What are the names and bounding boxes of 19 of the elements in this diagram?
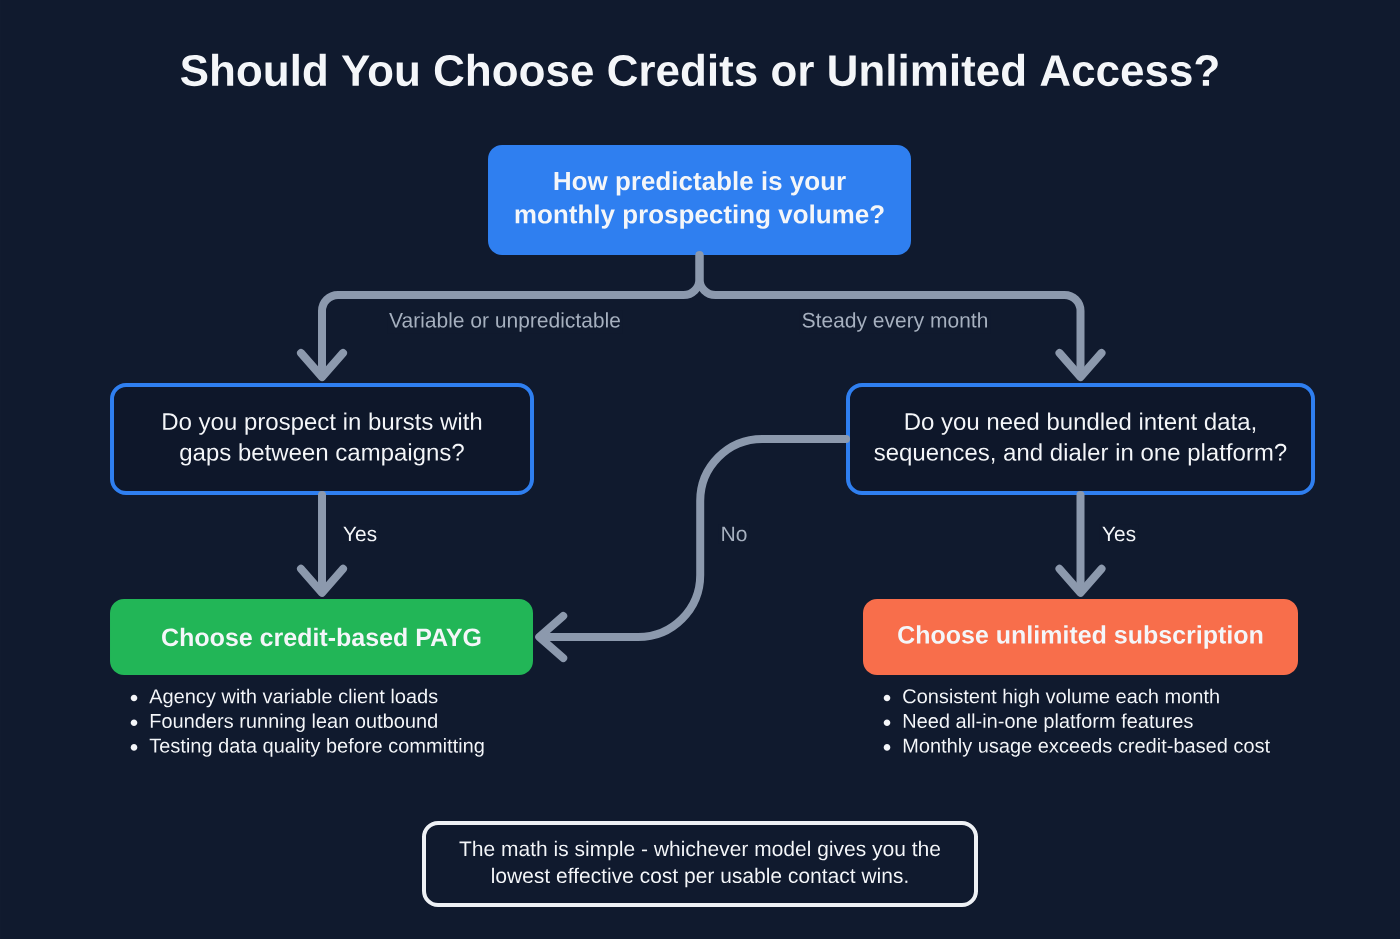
arrow [297, 491, 347, 597]
result-box: Choose unlimited subscription [863, 599, 1298, 675]
result-box: Choose credit-based PAYG [110, 599, 533, 675]
list-item: Monthly usage exceeds credit-based cost [903, 738, 1270, 757]
question-box: Do you prospect in bursts with gaps between campaigns? [110, 383, 534, 495]
list-item: Agency with variable client loads [149, 688, 438, 708]
list-item: Consistent high volume each month [903, 688, 1219, 708]
list-item: Founders running lean outbound [150, 713, 437, 732]
question-box: Do you need bundled intent data, sequences, and dialer in one platform? [846, 383, 1315, 495]
question-box: How predictable is your monthly prospecting volume? [488, 145, 911, 255]
note-box: The math is simple - whichever model gives you the lowest effective cost per usable contact wins. [422, 821, 978, 907]
list-item: Testing data quality before committing [149, 738, 484, 757]
edge-label: Variable or unpredictable [387, 310, 623, 334]
list-item: Need all-in-one platform features [903, 713, 1193, 732]
edge-label: Steady every month [799, 310, 991, 334]
arrow [1055, 491, 1106, 597]
title: Should You Choose Credits or Unlimited Access? [180, 53, 1218, 87]
arrow [535, 435, 850, 662]
arrow [695, 251, 1106, 381]
